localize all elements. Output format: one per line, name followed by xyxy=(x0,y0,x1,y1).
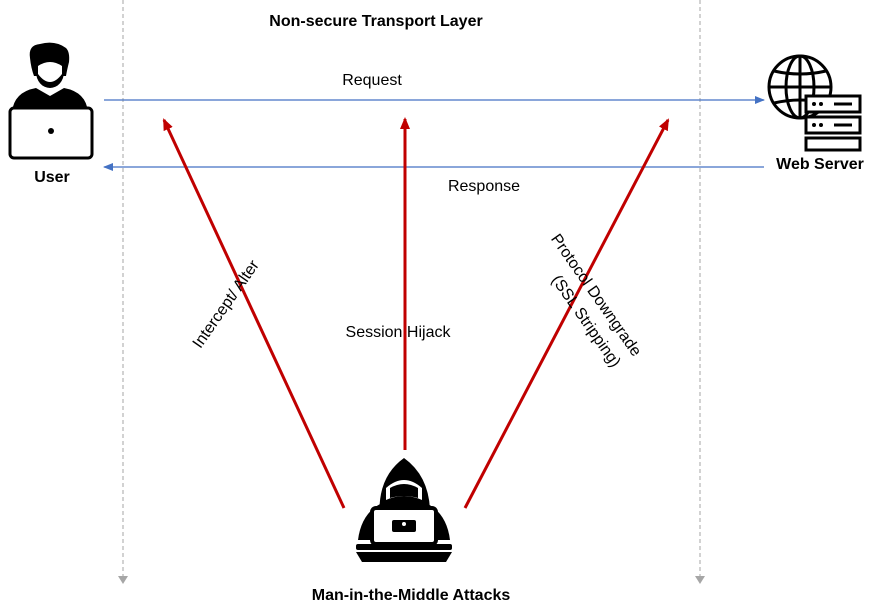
intercept-label: Intercept/ Alter xyxy=(190,257,263,352)
intercept-arrow xyxy=(162,118,346,509)
boundary-right-arrow xyxy=(695,576,705,584)
user-label: User xyxy=(34,169,70,186)
hooded-hacker-icon xyxy=(356,458,452,562)
server-label: Web Server xyxy=(776,156,864,173)
downgrade-arrow xyxy=(463,118,670,509)
attacker-label: Man-in-the-Middle Attacks xyxy=(312,587,511,604)
server-rack-icon xyxy=(804,94,862,152)
request-label: Request xyxy=(342,72,402,89)
boundary-left-arrow xyxy=(118,576,128,584)
user-laptop-icon xyxy=(8,42,94,160)
response-label: Response xyxy=(448,178,520,195)
hijack-label: Session Hijack xyxy=(346,324,452,341)
diagram-title: Non-secure Transport Layer xyxy=(269,13,482,30)
